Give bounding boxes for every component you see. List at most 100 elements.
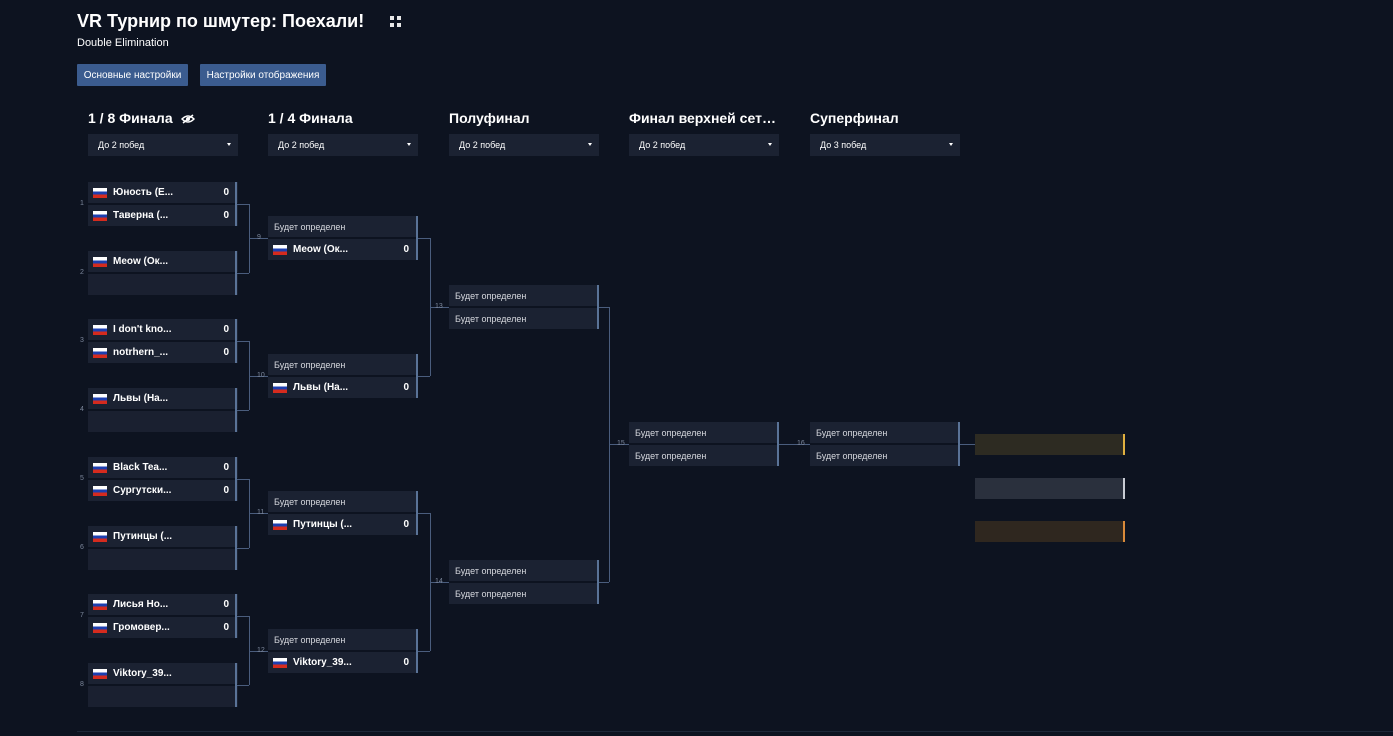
caret-down-icon (768, 143, 772, 146)
team-score: 0 (223, 622, 229, 633)
match-bracket-line (235, 182, 237, 226)
connector-line (237, 273, 249, 274)
team-slot[interactable]: Юность (Е...0 (88, 182, 238, 203)
round-title-3: Полуфинал (449, 110, 530, 126)
team-name: Meow (Ок... (293, 244, 349, 255)
team-score: 0 (223, 187, 229, 198)
empty-slot[interactable] (88, 549, 238, 570)
match-number: 4 (80, 406, 84, 413)
team-slot[interactable]: I don't kno... 0 (88, 319, 238, 340)
grid-view-icon[interactable] (390, 16, 401, 27)
match-bracket-line (235, 663, 237, 707)
connector-line (249, 376, 268, 377)
connector-line (599, 307, 609, 308)
team-score: 0 (403, 382, 409, 393)
tbd-slot[interactable]: Будет определен (629, 422, 779, 443)
connector-line (249, 238, 268, 239)
round-title-2: 1 / 4 Финала (268, 110, 353, 126)
empty-slot[interactable] (88, 411, 238, 432)
russia-flag-icon (93, 324, 107, 335)
russia-flag-icon (273, 519, 287, 530)
connector-line (430, 582, 449, 583)
match-number: 3 (80, 337, 84, 344)
team-slot[interactable]: Львы (На...0 (268, 377, 418, 398)
connector-line (418, 238, 430, 239)
empty-slot[interactable] (88, 686, 238, 707)
team-slot[interactable]: Black Tea...0 (88, 457, 238, 478)
match-bracket-line (235, 319, 237, 363)
team-slot[interactable]: Viktory_39...0 (268, 652, 418, 673)
russia-flag-icon (93, 622, 107, 633)
team-slot[interactable]: Viktory_39... (88, 663, 238, 684)
round-format-select-5[interactable]: До 3 побед (810, 134, 960, 156)
team-slot[interactable]: Путинцы (...0 (268, 514, 418, 535)
team-score: 0 (223, 324, 229, 335)
russia-flag-icon (93, 256, 107, 267)
team-slot[interactable]: Таверна (...0 (88, 205, 238, 226)
tbd-slot[interactable]: Будет определен (268, 354, 418, 375)
tbd-slot[interactable]: Будет определен (810, 422, 960, 443)
match-number: 2 (80, 269, 84, 276)
display-settings-button[interactable]: Настройки отображения (200, 64, 326, 86)
tbd-slot[interactable]: Будет определен (449, 560, 599, 581)
place-slot-3 (975, 521, 1125, 542)
match-number: 13 (435, 303, 443, 310)
russia-flag-icon (93, 599, 107, 610)
connector-line (779, 444, 810, 445)
round-format-select-2[interactable]: До 2 побед (268, 134, 418, 156)
connector-line (237, 341, 249, 342)
round-format-value: До 2 побед (278, 140, 325, 150)
team-name: Black Tea... (113, 462, 168, 473)
place-marker (1123, 521, 1125, 542)
team-name: Путинцы (... (293, 519, 353, 530)
russia-flag-icon (93, 393, 107, 404)
team-slot[interactable]: Громовер...0 (88, 617, 238, 638)
team-score: 0 (223, 485, 229, 496)
russia-flag-icon (93, 210, 107, 221)
match-number: 15 (617, 440, 625, 447)
tbd-slot[interactable]: Будет определен (268, 491, 418, 512)
match-number: 10 (257, 372, 265, 379)
connector-line (237, 616, 249, 617)
tbd-slot[interactable]: Будет определен (268, 216, 418, 237)
match-bracket-line (235, 457, 237, 501)
team-score: 0 (223, 210, 229, 221)
place-slot-1 (975, 434, 1125, 455)
team-slot[interactable]: Meow (Ок... 0 (268, 239, 418, 260)
connector-line (430, 307, 449, 308)
page-title: VR Турнир по шмутер: Поехали! (77, 11, 365, 31)
round-title-4: Финал верхней сетки (629, 110, 777, 126)
match-bracket-line (416, 629, 418, 673)
tbd-slot[interactable]: Будет определен (268, 629, 418, 650)
tbd-slot[interactable]: Будет определен (449, 285, 599, 306)
team-slot[interactable]: notrhern_...0 (88, 342, 238, 363)
empty-slot[interactable] (88, 274, 238, 295)
team-slot[interactable]: Львы (На... (88, 388, 238, 409)
team-score: 0 (223, 347, 229, 358)
tbd-slot[interactable]: Будет определен (629, 445, 779, 466)
team-name: Львы (На... (113, 393, 169, 404)
team-name: I don't kno... (113, 324, 172, 335)
team-slot[interactable]: Сургутски...0 (88, 480, 238, 501)
team-slot[interactable]: Путинцы (... (88, 526, 238, 547)
connector-line (418, 513, 430, 514)
round-title-5: Суперфинал (810, 110, 899, 126)
team-name: Лисья Но... (113, 599, 169, 610)
match-bracket-line (777, 422, 779, 466)
round-format-select-4[interactable]: До 2 побед (629, 134, 779, 156)
round-format-select-3[interactable]: До 2 побед (449, 134, 599, 156)
team-score: 0 (403, 244, 409, 255)
eye-hidden-icon[interactable] (180, 114, 195, 124)
russia-flag-icon (273, 657, 287, 668)
russia-flag-icon (93, 187, 107, 198)
tbd-slot[interactable]: Будет определен (449, 583, 599, 604)
team-slot[interactable]: Лисья Но...0 (88, 594, 238, 615)
russia-flag-icon (273, 382, 287, 393)
main-settings-button[interactable]: Основные настройки (77, 64, 188, 86)
round-format-select-1[interactable]: До 2 побед (88, 134, 238, 156)
caret-down-icon (407, 143, 411, 146)
tbd-slot[interactable]: Будет определен (810, 445, 960, 466)
team-slot[interactable]: Meow (Ок... (88, 251, 238, 272)
connector-line (418, 376, 430, 377)
tbd-slot[interactable]: Будет определен (449, 308, 599, 329)
